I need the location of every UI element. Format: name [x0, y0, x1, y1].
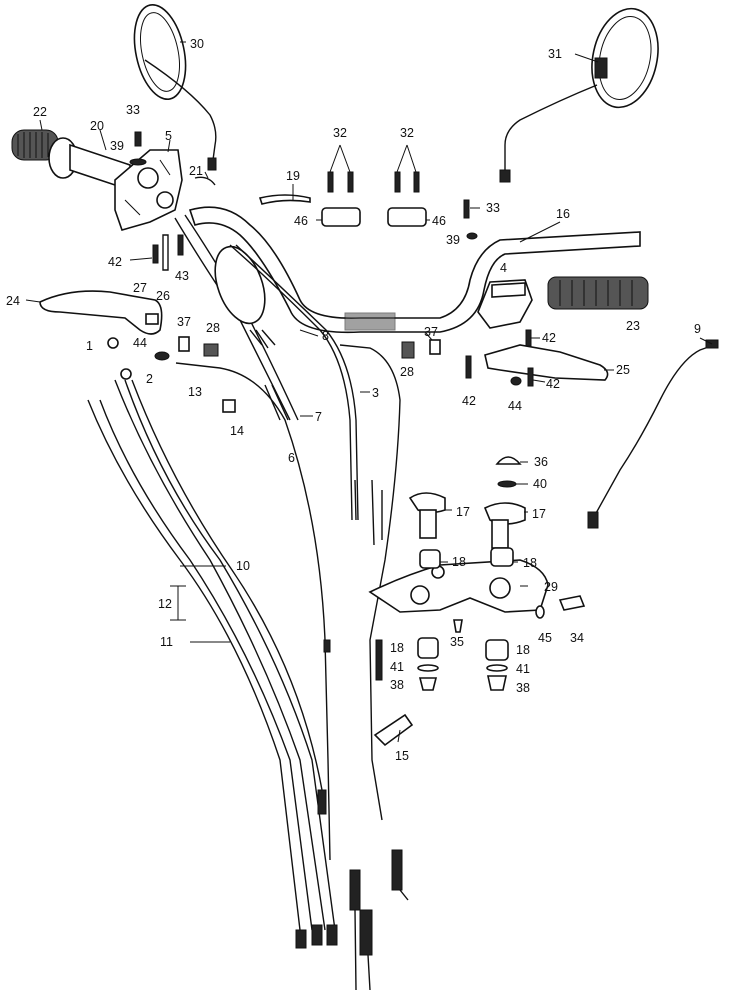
callout-41b: 41 [516, 662, 530, 676]
callout-16: 16 [556, 207, 570, 221]
callout-6: 6 [288, 451, 295, 465]
top-bridge [368, 456, 586, 747]
callout-27: 27 [133, 281, 147, 295]
callout-26: 26 [156, 289, 170, 303]
callout-33b: 33 [486, 201, 500, 215]
callout-37b: 37 [424, 325, 438, 339]
cable-bundle [87, 379, 409, 991]
callout-18b: 18 [523, 556, 537, 570]
callout-40: 40 [533, 477, 547, 491]
callout-18a: 18 [452, 555, 466, 569]
callout-18c: 18 [390, 641, 404, 655]
callout-38b: 38 [516, 681, 530, 695]
callout-38a: 38 [390, 678, 404, 692]
callout-21: 21 [189, 164, 203, 178]
right-grip [547, 276, 649, 310]
wiring-harness [174, 214, 359, 521]
callout-45: 45 [538, 631, 552, 645]
callout-25: 25 [616, 363, 630, 377]
left-grip [11, 129, 131, 192]
callout-3: 3 [372, 386, 379, 400]
callout-18d: 18 [516, 643, 530, 657]
callout-8: 8 [322, 329, 329, 343]
callout-1: 1 [86, 339, 93, 353]
meter-cable [587, 339, 719, 529]
left-mirror [133, 3, 217, 171]
center-cables [175, 344, 401, 861]
callout-44a: 44 [133, 336, 147, 350]
callout-35: 35 [450, 635, 464, 649]
callout-23: 23 [626, 319, 640, 333]
callout-7: 7 [315, 410, 322, 424]
callout-20: 20 [90, 119, 104, 133]
right-switch-housing [477, 279, 533, 329]
callout-9: 9 [694, 322, 701, 336]
callout-28b: 28 [400, 365, 414, 379]
callout-32a: 32 [333, 126, 347, 140]
callout-34: 34 [570, 631, 584, 645]
callout-32b: 32 [400, 126, 414, 140]
callout-33a: 33 [126, 103, 140, 117]
callout-5: 5 [165, 129, 172, 143]
leader-lines [25, 41, 713, 743]
callout-43: 43 [175, 269, 189, 283]
callout-15: 15 [395, 749, 409, 763]
callout-19: 19 [286, 169, 300, 183]
callout-39a: 39 [110, 139, 124, 153]
callout-28a: 28 [206, 321, 220, 335]
callout-36: 36 [534, 455, 548, 469]
callout-42d: 42 [546, 377, 560, 391]
callout-14: 14 [230, 424, 244, 438]
callout-13: 13 [188, 385, 202, 399]
callout-17a: 17 [456, 505, 470, 519]
callout-10: 10 [236, 559, 250, 573]
clutch-lever [39, 290, 163, 335]
callout-44b: 44 [508, 399, 522, 413]
callout-31: 31 [548, 47, 562, 61]
callout-42b: 42 [542, 331, 556, 345]
callout-11: 11 [160, 635, 173, 649]
callout-29: 29 [544, 580, 558, 594]
callout-41a: 41 [390, 660, 404, 674]
callout-4: 4 [500, 261, 507, 275]
callout-42a: 42 [108, 255, 122, 269]
right-mirror [499, 7, 659, 183]
callout-42c: 42 [462, 394, 476, 408]
callout-46b: 46 [432, 214, 446, 228]
callout-12: 12 [158, 597, 172, 611]
callout-30: 30 [190, 37, 204, 51]
brake-lever [484, 344, 609, 381]
callout-39b: 39 [446, 233, 460, 247]
callout-46a: 46 [294, 214, 308, 228]
callout-labels: 1 2 3 4 5 6 7 8 9 10 11 12 13 14 15 16 1… [6, 37, 701, 763]
callout-24: 24 [6, 294, 20, 308]
callout-2: 2 [146, 372, 153, 386]
callout-17b: 17 [532, 507, 546, 521]
small-hardware [107, 131, 534, 413]
callout-22: 22 [33, 105, 47, 119]
left-switch-housing [114, 149, 183, 231]
callout-37a: 37 [177, 315, 191, 329]
